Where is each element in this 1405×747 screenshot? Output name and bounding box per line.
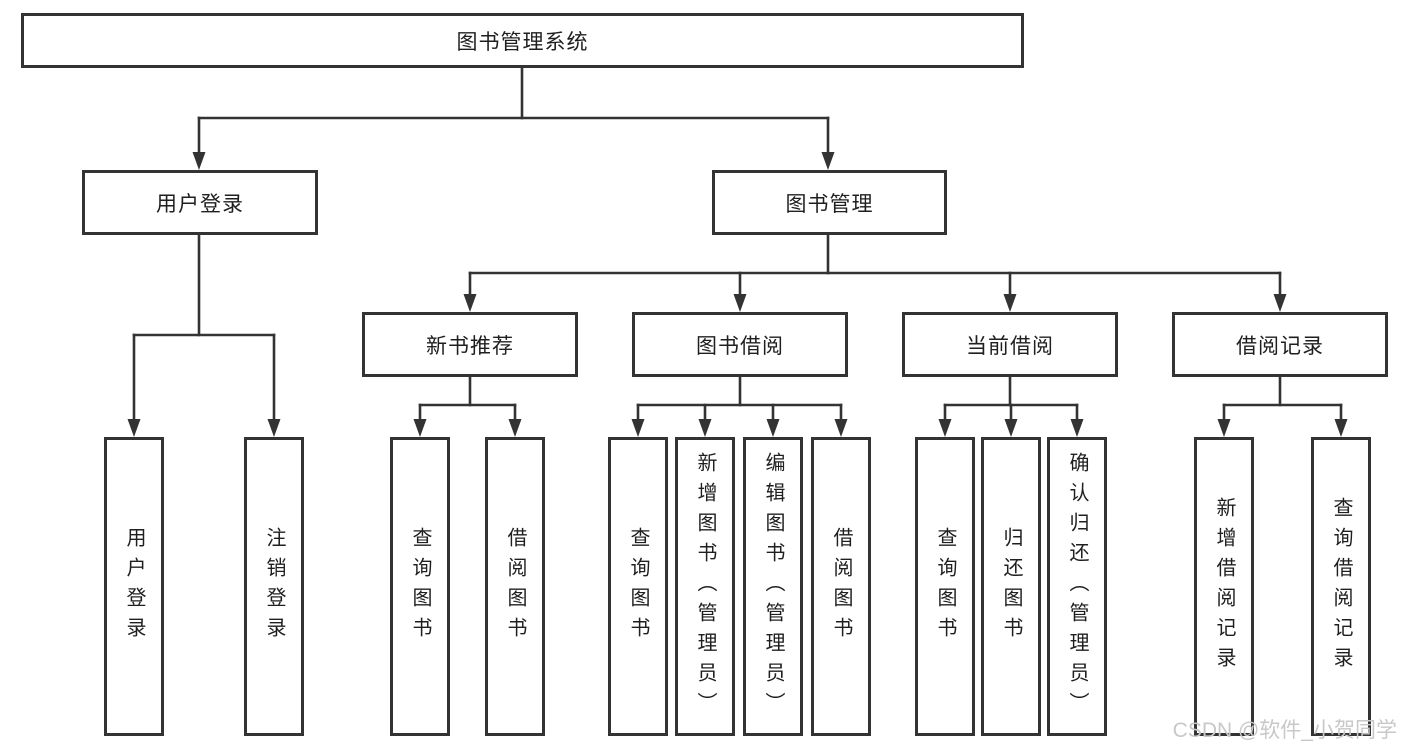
- node-user-login-label: 用户登录: [156, 192, 244, 216]
- leaf-recommend-borrow-books: 借阅图书: [485, 437, 545, 736]
- leaf-borrow-borrow-books-label: 借阅图书: [830, 526, 852, 647]
- node-current-borrow-label: 当前借阅: [966, 334, 1054, 358]
- leaf-borrow-edit-books-label: 编辑图书（管理员）: [762, 451, 784, 722]
- leaf-recommend-query-books-label: 查询图书: [409, 526, 431, 647]
- node-book-management-label: 图书管理: [785, 192, 874, 216]
- leaf-current-confirm-return: 确认归还（管理员）: [1047, 437, 1107, 736]
- leaf-record-query-label: 查询借阅记录: [1330, 496, 1352, 677]
- node-book-borrow-label: 图书借阅: [696, 334, 784, 358]
- leaf-logout-label: 注销登录: [263, 526, 285, 647]
- leaf-borrow-add-books: 新增图书（管理员）: [675, 437, 735, 736]
- node-current-borrow: 当前借阅: [902, 312, 1118, 377]
- leaf-current-return-books: 归还图书: [981, 437, 1041, 736]
- leaf-logout: 注销登录: [244, 437, 304, 736]
- leaf-record-add: 新增借阅记录: [1194, 437, 1254, 736]
- node-user-login: 用户登录: [82, 170, 318, 235]
- leaf-borrow-query-books-label: 查询图书: [627, 526, 649, 647]
- leaf-recommend-borrow-books-label: 借阅图书: [504, 526, 526, 647]
- csdn-watermark: CSDN @软件_小贺同学: [1172, 719, 1397, 742]
- node-root: 图书管理系统: [21, 13, 1024, 68]
- node-root-label: 图书管理系统: [456, 30, 589, 54]
- leaf-current-query-books-label: 查询图书: [934, 526, 956, 647]
- leaf-borrow-borrow-books: 借阅图书: [811, 437, 871, 736]
- leaf-current-return-books-label: 归还图书: [1000, 526, 1022, 647]
- leaf-current-confirm-return-label: 确认归还（管理员）: [1066, 451, 1088, 722]
- leaf-user-login-label: 用户登录: [123, 526, 145, 647]
- leaf-borrow-add-books-label: 新增图书（管理员）: [694, 451, 716, 722]
- leaf-current-query-books: 查询图书: [915, 437, 975, 736]
- leaf-user-login: 用户登录: [104, 437, 164, 736]
- node-new-book-recommend: 新书推荐: [362, 312, 578, 377]
- node-book-borrow: 图书借阅: [632, 312, 848, 377]
- node-new-book-recommend-label: 新书推荐: [426, 334, 514, 358]
- leaf-record-query: 查询借阅记录: [1311, 437, 1371, 736]
- leaf-recommend-query-books: 查询图书: [390, 437, 450, 736]
- node-borrow-record: 借阅记录: [1172, 312, 1388, 377]
- leaf-borrow-edit-books: 编辑图书（管理员）: [743, 437, 803, 736]
- leaf-borrow-query-books: 查询图书: [608, 437, 668, 736]
- node-book-management: 图书管理: [712, 170, 947, 235]
- leaf-record-add-label: 新增借阅记录: [1213, 496, 1235, 677]
- node-borrow-record-label: 借阅记录: [1236, 334, 1324, 358]
